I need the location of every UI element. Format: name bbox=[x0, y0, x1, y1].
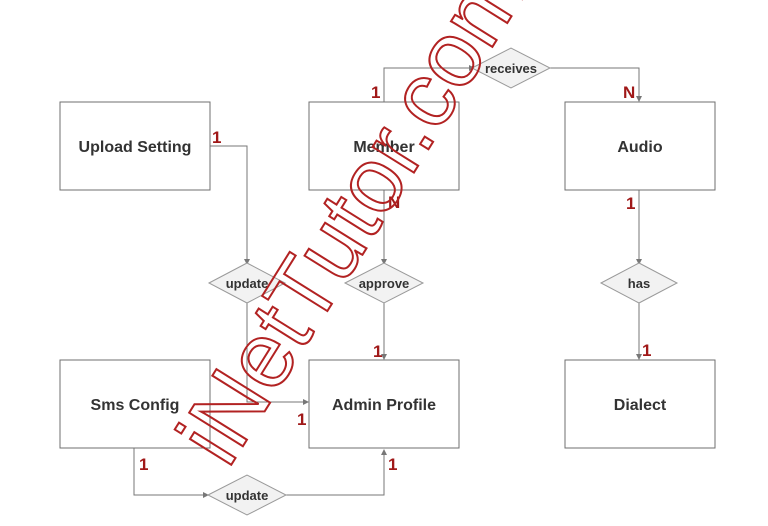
entity-label-admin-profile: Admin Profile bbox=[332, 397, 436, 414]
connector-update-sms-admin-profile bbox=[286, 449, 387, 496]
entity-label-dialect: Dialect bbox=[614, 397, 667, 414]
cardinality-labels: 1 N 1 1 N 1 1 1 1 1 bbox=[139, 83, 651, 474]
relationship-label-update-sms: update bbox=[226, 488, 269, 503]
relationship-has[interactable]: has bbox=[599, 262, 679, 304]
connector-upload-setting-update bbox=[210, 145, 250, 265]
cardinality-update-upload-setting: 1 bbox=[212, 128, 221, 147]
relationship-receives[interactable]: receives bbox=[470, 47, 552, 89]
relationship-label-receives: receives bbox=[485, 61, 537, 76]
relationship-label-approve: approve bbox=[359, 276, 410, 291]
entity-admin-profile[interactable]: Admin Profile bbox=[308, 359, 460, 449]
entity-member[interactable]: Member bbox=[308, 101, 460, 191]
entity-upload-setting[interactable]: Upload Setting bbox=[59, 101, 211, 191]
cardinality-approve-member: N bbox=[388, 193, 400, 212]
relationship-label-update-upload: update bbox=[226, 276, 269, 291]
entity-label-upload-setting: Upload Setting bbox=[79, 139, 192, 156]
connectors bbox=[133, 65, 642, 498]
entity-audio[interactable]: Audio bbox=[564, 101, 716, 191]
cardinality-update-sms-config: 1 bbox=[139, 455, 148, 474]
entity-label-sms-config: Sms Config bbox=[91, 397, 180, 414]
cardinality-has-dialect: 1 bbox=[642, 341, 651, 360]
entity-dialect[interactable]: Dialect bbox=[564, 359, 716, 449]
connector-member-receives bbox=[383, 65, 475, 102]
cardinality-update-sms-admin-profile: 1 bbox=[388, 455, 397, 474]
connector-update-admin-profile bbox=[246, 302, 309, 405]
entity-sms-config[interactable]: Sms Config bbox=[59, 359, 211, 449]
connector-receives-audio bbox=[549, 67, 642, 102]
relationship-label-has: has bbox=[628, 276, 650, 291]
relationship-update-upload[interactable]: update bbox=[207, 262, 287, 304]
cardinality-has-audio: 1 bbox=[626, 194, 635, 213]
entity-label-audio: Audio bbox=[617, 139, 663, 156]
cardinality-receives-member: 1 bbox=[371, 83, 380, 102]
cardinality-update-admin-profile: 1 bbox=[297, 410, 306, 429]
relationship-approve[interactable]: approve bbox=[343, 262, 425, 304]
cardinality-receives-audio: N bbox=[623, 83, 635, 102]
connector-sms-config-update bbox=[133, 448, 209, 498]
entity-label-member: Member bbox=[353, 139, 414, 156]
cardinality-approve-admin-profile: 1 bbox=[373, 342, 382, 361]
relationship-update-sms[interactable]: update bbox=[206, 474, 288, 516]
